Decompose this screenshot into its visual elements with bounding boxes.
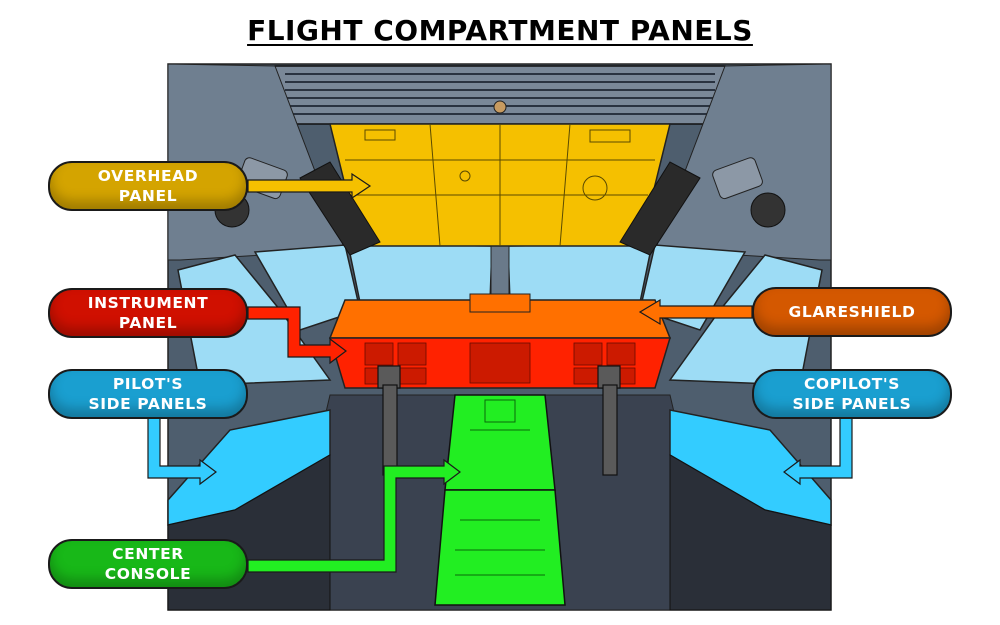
copilot-side-panels-label: COPILOT'S SIDE PANELS (752, 369, 952, 419)
center-console-upper (444, 394, 556, 491)
diagram-title: FLIGHT COMPARTMENT PANELS (247, 14, 753, 47)
pilot-side-panels-label: PILOT'S SIDE PANELS (48, 369, 248, 419)
center-console-label: CENTER CONSOLE (48, 539, 248, 589)
glareshield-label: GLARESHIELD (752, 287, 952, 337)
instrument-panel-label: INSTRUMENT PANEL (48, 288, 248, 338)
overhead-panel-label: OVERHEAD PANEL (48, 161, 248, 211)
center-console-lower (434, 489, 566, 606)
